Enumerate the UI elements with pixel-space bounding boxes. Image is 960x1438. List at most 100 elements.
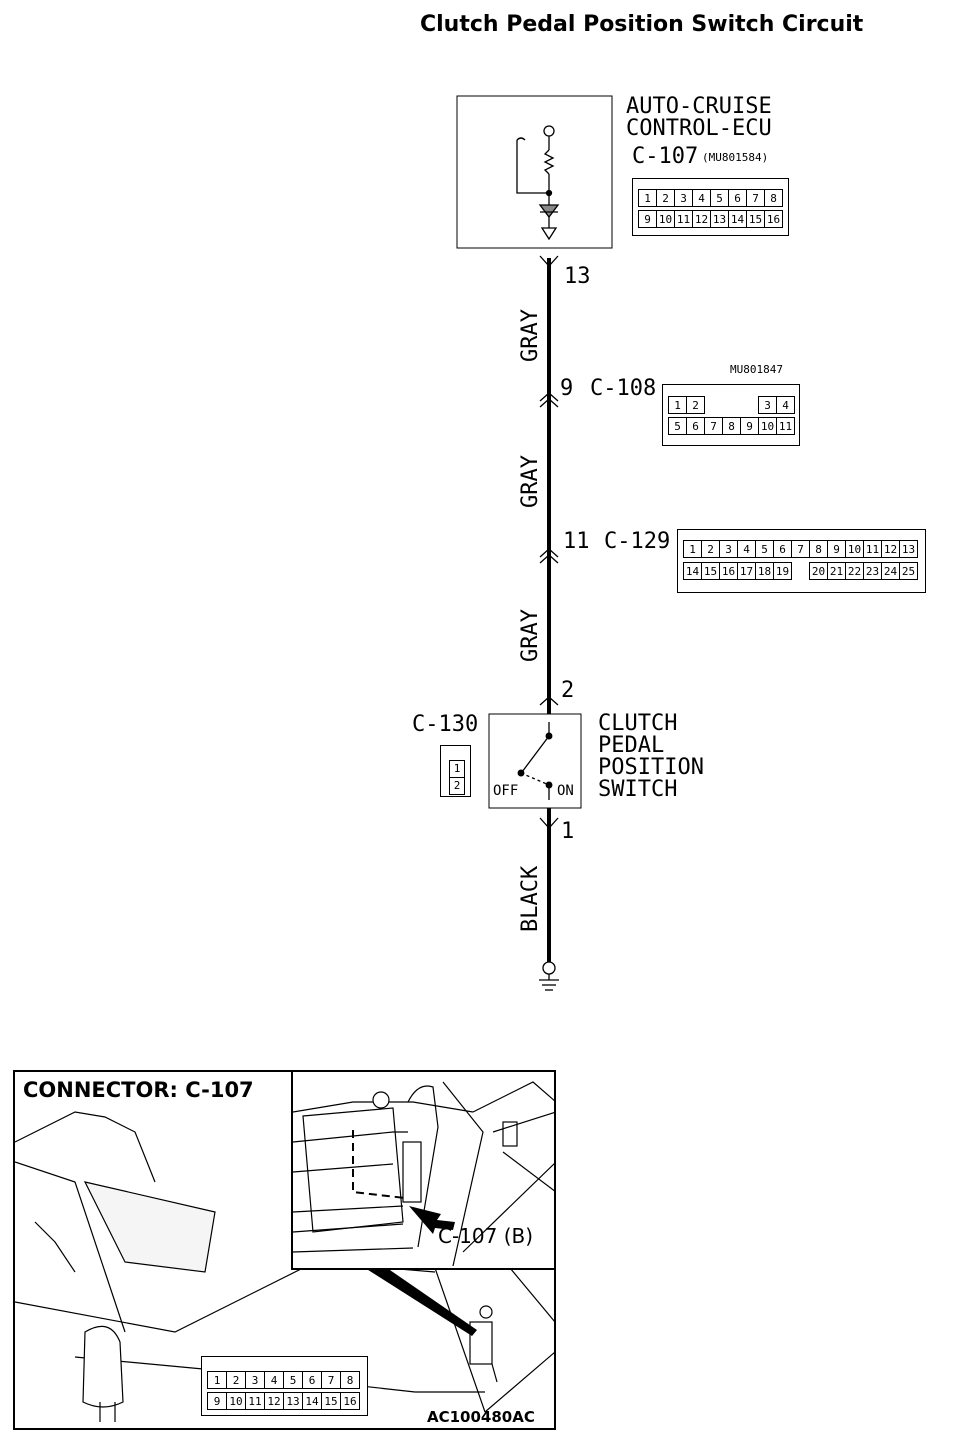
connector-pin: 2 [701, 540, 720, 558]
connector-pin: 1 [668, 396, 687, 414]
switch-name-line1: CLUTCH [598, 711, 678, 736]
connector-pin: 14 [728, 210, 747, 228]
connector-pin: 9 [740, 417, 759, 435]
switch-name-line4: SWITCH [598, 777, 678, 802]
ecu-box [456, 95, 613, 249]
connector-pin: 1 [638, 189, 657, 207]
connector-pin: 7 [321, 1371, 341, 1389]
ground-icon [539, 961, 559, 991]
c129-terminal: 11 [563, 529, 590, 554]
connector-location-panel: CONNECTOR: C-107 [13, 1070, 556, 1430]
connector-pin: 9 [638, 210, 657, 228]
ecu-name-line2: CONTROL-ECU [626, 116, 772, 141]
connector-pin: 4 [692, 189, 711, 207]
connector-pin [740, 396, 759, 414]
connector-pin: 8 [764, 189, 783, 207]
connector-pin: 2 [226, 1371, 246, 1389]
callout-pointer [365, 1268, 477, 1336]
connector-pin: 23 [863, 562, 882, 580]
vehicle-interior-illustration [15, 1111, 554, 1422]
callout-arrow-icon [409, 1206, 455, 1234]
connector-pin: 11 [776, 417, 795, 435]
switch-off-label: OFF [493, 783, 519, 799]
location-panel-title: CONNECTOR: C-107 [23, 1078, 254, 1102]
connector-pin: 2 [686, 396, 705, 414]
connector-pin: 8 [340, 1371, 360, 1389]
c108-terminal: 9 [560, 376, 574, 401]
connector-pin: 13 [710, 210, 729, 228]
wire-color-label: GRAY [518, 309, 543, 362]
connector-pin: 16 [764, 210, 783, 228]
wire-color-label: GRAY [518, 609, 543, 662]
wire-color-label: GRAY [518, 455, 543, 508]
connector-pin: 9 [207, 1392, 227, 1410]
switch-terminal-top: 2 [561, 678, 575, 703]
c130-pin-1: 1 [449, 760, 465, 778]
c108-connector-label: C-108 [590, 376, 657, 401]
ecu-name-line1: AUTO-CRUISE [626, 94, 772, 119]
connector-pin: 24 [881, 562, 900, 580]
connector-pin: 6 [686, 417, 705, 435]
dashboard-detail-illustration [293, 1081, 554, 1266]
c129-connector-label: C-129 [604, 529, 671, 554]
connector-pin: 3 [719, 540, 738, 558]
connector-pin: 12 [264, 1392, 284, 1410]
connector-pin: 16 [719, 562, 738, 580]
connector-pin: 5 [710, 189, 729, 207]
connector-pin: 4 [737, 540, 756, 558]
detail-inset: C-107 (B) [291, 1072, 554, 1270]
switch-name-line3: POSITION [598, 755, 704, 780]
connector-pin: 10 [656, 210, 675, 228]
connector-pin: 5 [668, 417, 687, 435]
connector-pin: 3 [758, 396, 777, 414]
connector-pin: 7 [704, 417, 723, 435]
connector-pin: 10 [758, 417, 777, 435]
connector-pin: 10 [226, 1392, 246, 1410]
connector-pin: 3 [674, 189, 693, 207]
connector-pin: 11 [245, 1392, 265, 1410]
connector-pin: 6 [773, 540, 792, 558]
wiring-diagram [456, 95, 613, 991]
connector-pin: 8 [722, 417, 741, 435]
connector-pin: 13 [899, 540, 918, 558]
connector-pin: 7 [746, 189, 765, 207]
connector-pin: 16 [340, 1392, 360, 1410]
ecu-terminal-number: 13 [564, 264, 591, 289]
connector-pin: 13 [283, 1392, 303, 1410]
ecu-internal-circuit-icon [516, 125, 560, 241]
callout-label: C-107 (B) [438, 1224, 534, 1248]
chevron-c107-icon [539, 255, 559, 267]
connector-pin: 20 [809, 562, 828, 580]
connector-pin: 3 [245, 1371, 265, 1389]
connector-pin: 10 [845, 540, 864, 558]
connector-pin: 14 [302, 1392, 322, 1410]
connector-pin: 4 [776, 396, 795, 414]
c108-part-number: MU801847 [730, 363, 783, 376]
connector-pin [791, 562, 810, 580]
connector-pin: 6 [302, 1371, 322, 1389]
connector-pin: 19 [773, 562, 792, 580]
connector-pin: 11 [863, 540, 882, 558]
switch-terminal-bottom: 1 [561, 819, 575, 844]
page-title: Clutch Pedal Position Switch Circuit [420, 12, 864, 37]
connector-pin: 1 [683, 540, 702, 558]
connector-pin: 5 [283, 1371, 303, 1389]
wire-color-label: BLACK [518, 865, 543, 932]
connector-pin: 4 [264, 1371, 284, 1389]
connector-pin: 12 [692, 210, 711, 228]
connector-pin: 12 [881, 540, 900, 558]
connector-pin: 15 [746, 210, 765, 228]
connector-pin: 15 [701, 562, 720, 580]
chevron-c129-icon [539, 548, 559, 558]
